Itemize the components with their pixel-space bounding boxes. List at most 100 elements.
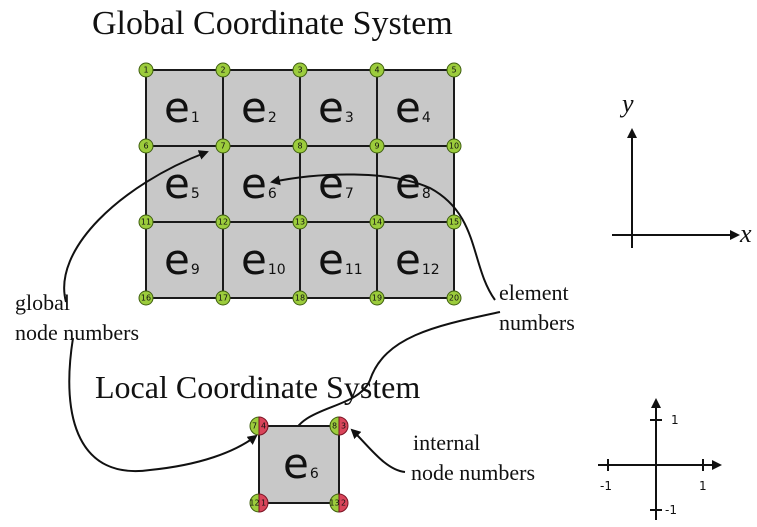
local-global-half (329, 416, 340, 436)
global-node-numbers-label-1: global (15, 290, 70, 315)
element-letter: e (164, 83, 190, 132)
global-node-arrow-bottom (68, 337, 258, 473)
element-label: e4 (395, 83, 431, 132)
global-node: 15 (446, 214, 462, 230)
element-cell: e4 (376, 69, 455, 147)
element-letter: e (318, 159, 344, 208)
global-node-number: 8 (297, 142, 302, 151)
element-label: e12 (395, 235, 440, 284)
global-node-dot (138, 214, 154, 230)
element-cell: e8 (376, 145, 455, 223)
element-subscript: 8 (422, 186, 431, 202)
global-node-dot (215, 214, 231, 230)
element-subscript: 6 (268, 186, 277, 202)
global-title: Global Coordinate System (92, 5, 453, 42)
local-x-pos-label: 1 (699, 479, 707, 493)
global-node: 12 (215, 214, 231, 230)
internal-node-arrow (350, 428, 406, 473)
internal-node-numbers-label-2: node numbers (411, 460, 535, 485)
global-node-number: 9 (374, 142, 379, 151)
global-node-number: 1 (143, 66, 148, 75)
global-node: 4 (369, 62, 385, 78)
global-node-numbers-label-2: node numbers (15, 320, 139, 345)
element-label: e1 (164, 83, 200, 132)
global-axes: y x (612, 89, 752, 248)
local-global-number: 12 (249, 499, 259, 508)
local-axes: 1 -1 -1 1 (598, 398, 722, 520)
global-node-number: 16 (141, 294, 151, 303)
global-node-number: 10 (449, 142, 459, 151)
element-label: e3 (318, 83, 354, 132)
local-element-letter: e (283, 439, 309, 488)
global-node-arrow-top (63, 150, 209, 303)
element-subscript: 10 (268, 262, 286, 278)
global-node-dot (446, 138, 462, 154)
global-node-number: 19 (372, 294, 382, 303)
global-y-label: y (619, 89, 634, 118)
global-x-label: x (739, 219, 752, 248)
element-label: e10 (241, 235, 286, 284)
element-cell: e11 (299, 221, 378, 299)
global-node-number: 3 (297, 66, 302, 75)
element-cell: e10 (222, 221, 301, 299)
element-square (145, 69, 224, 147)
element-letter: e (241, 83, 267, 132)
global-node: 8 (292, 138, 308, 154)
element-letter: e (318, 83, 344, 132)
global-node: 1 (138, 62, 154, 78)
global-node-number: 18 (295, 294, 305, 303)
element-subscript: 2 (268, 110, 277, 126)
element-letter: e (164, 235, 190, 284)
global-node: 9 (369, 138, 385, 154)
local-element-square (258, 425, 340, 504)
global-node-dot (138, 290, 154, 306)
element-subscript: 9 (191, 262, 200, 278)
element-label: e5 (164, 159, 200, 208)
global-node: 2 (215, 62, 231, 78)
global-node-dot (292, 214, 308, 230)
local-global-number: 13 (329, 499, 339, 508)
global-node-dot (138, 62, 154, 78)
local-element-label: e6 (283, 439, 319, 488)
global-node: 3 (292, 62, 308, 78)
global-node-dot (369, 290, 385, 306)
global-node: 17 (215, 290, 231, 306)
element-cell: e7 (299, 145, 378, 223)
element-number-arrow-bottom (289, 311, 501, 440)
global-node: 10 (446, 138, 462, 154)
element-square (299, 221, 378, 299)
global-node-number: 15 (449, 218, 459, 227)
global-node-dot (369, 214, 385, 230)
element-subscript: 4 (422, 110, 431, 126)
local-internal-number: 3 (341, 422, 346, 431)
global-node-dot (369, 138, 385, 154)
element-subscript: 11 (345, 262, 363, 278)
global-node: 7 (215, 138, 231, 154)
element-cell: e3 (299, 69, 378, 147)
global-node-number: 13 (295, 218, 305, 227)
element-subscript: 7 (345, 186, 354, 202)
global-node-dot (446, 290, 462, 306)
element-square (222, 221, 301, 299)
local-global-number: 7 (252, 422, 257, 431)
element-letter: e (241, 235, 267, 284)
global-node-number: 20 (449, 294, 459, 303)
element-numbers-label-1: element (499, 280, 569, 305)
internal-node-numbers-label-1: internal (413, 430, 480, 455)
global-node: 11 (138, 214, 154, 230)
element-letter: e (395, 83, 421, 132)
global-node-number: 11 (141, 218, 151, 227)
element-square (145, 221, 224, 299)
global-node-dot (215, 62, 231, 78)
local-internal-half (258, 493, 269, 513)
global-node-dot (292, 138, 308, 154)
element-square (376, 145, 455, 223)
local-global-half (249, 493, 260, 513)
element-cell: e9 (145, 221, 224, 299)
global-node-dot (446, 62, 462, 78)
element-subscript: 1 (191, 110, 200, 126)
